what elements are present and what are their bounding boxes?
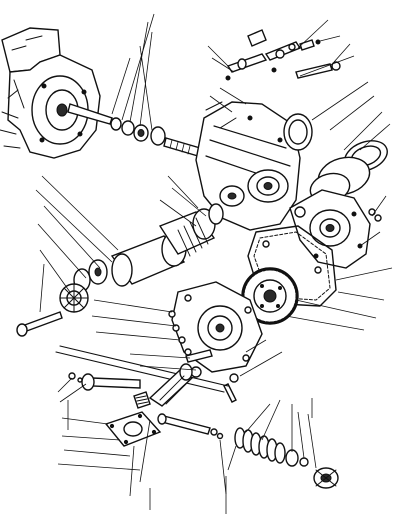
ring-gear <box>241 267 299 325</box>
mounting-flange <box>104 411 162 447</box>
leader-lines <box>35 13 393 514</box>
lower-bolts <box>157 413 224 440</box>
rear-cover <box>289 189 382 269</box>
seal-ring <box>283 113 313 151</box>
bell-housing <box>0 27 101 159</box>
fastener-set <box>168 310 239 403</box>
yoke-shaft <box>133 363 194 409</box>
coil-spring <box>234 427 309 467</box>
gearbox-main-housing <box>195 101 301 231</box>
selector-linkage-parts <box>225 29 341 81</box>
large-gasket <box>247 225 337 307</box>
long-bolt <box>16 311 63 337</box>
end-cap <box>313 467 339 489</box>
flange-plate <box>171 281 263 373</box>
drive-gear <box>59 283 89 313</box>
